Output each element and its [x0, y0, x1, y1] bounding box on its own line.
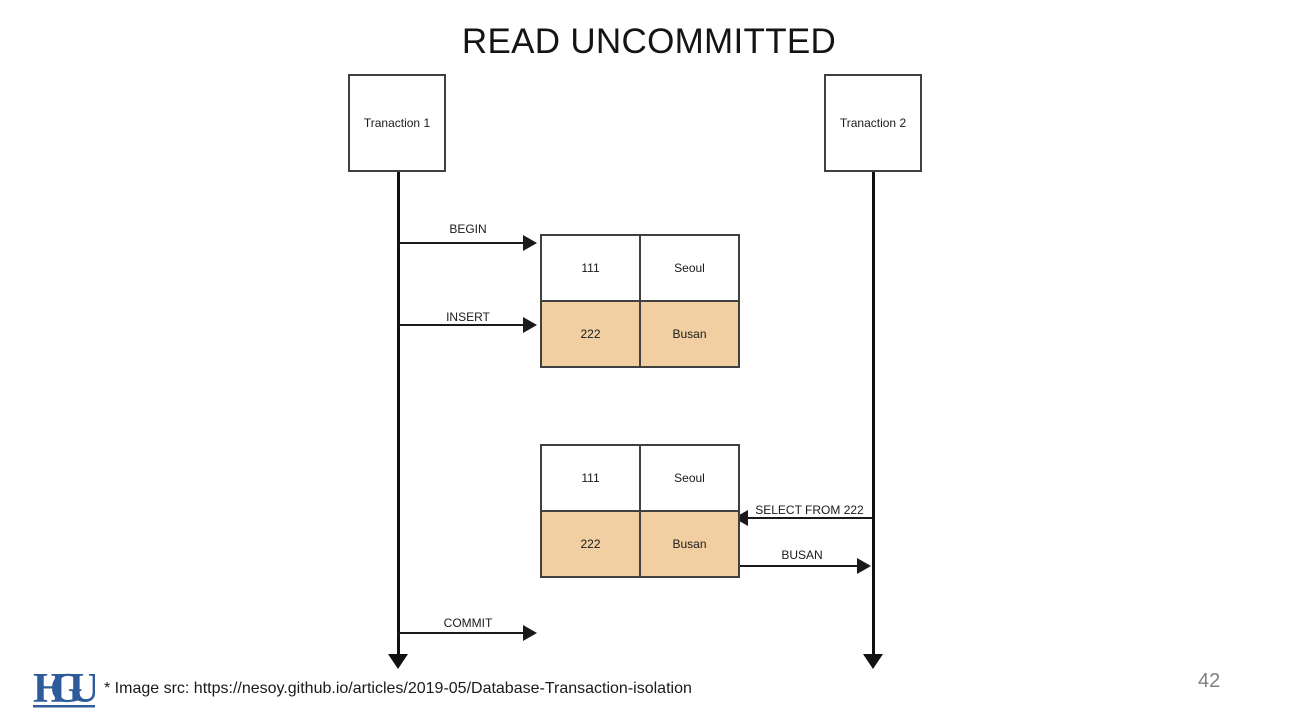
svg-text:U: U — [69, 666, 95, 710]
lifeline-end-arrow-icon-2 — [863, 654, 883, 669]
actor-box-transaction-2[interactable]: Tranaction 2 — [824, 74, 922, 172]
message-line-commit — [398, 632, 524, 634]
table-cell-city: Seoul — [639, 234, 740, 302]
actor-box-transaction-1[interactable]: Tranaction 1 — [348, 74, 446, 172]
svg-text:H: H — [33, 666, 66, 710]
table-row: 111 Seoul — [540, 444, 740, 512]
message-line-begin — [398, 242, 524, 244]
data-table-upper: 111 Seoul 222 Busan — [540, 234, 740, 368]
table-cell-city: Busan — [639, 300, 740, 368]
table-cell-city: Busan — [639, 510, 740, 578]
arrow-right-icon-begin — [523, 235, 537, 251]
message-line-select — [748, 517, 873, 519]
message-line-insert — [398, 324, 524, 326]
table-cell-id: 111 — [540, 234, 641, 302]
table-cell-id: 222 — [540, 300, 641, 368]
table-row: 222 Busan — [540, 510, 740, 578]
message-label-commit: COMMIT — [443, 616, 493, 630]
table-cell-id: 222 — [540, 510, 641, 578]
lifeline-end-arrow-icon-1 — [388, 654, 408, 669]
lifeline-transaction-2 — [872, 172, 875, 657]
table-row: 222 Busan — [540, 300, 740, 368]
arrow-right-icon-insert — [523, 317, 537, 333]
message-line-busan — [731, 565, 858, 567]
message-label-select: SELECT FROM 222 — [755, 503, 864, 517]
message-label-insert: INSERT — [446, 310, 490, 324]
footer-source-note: * Image src: https://nesoy.github.io/art… — [104, 680, 692, 697]
actor-label-transaction-2: Tranaction 2 — [839, 116, 907, 130]
actor-label-transaction-1: Tranaction 1 — [363, 116, 431, 130]
message-label-busan: BUSAN — [781, 548, 823, 562]
table-cell-id: 111 — [540, 444, 641, 512]
lifeline-transaction-1 — [397, 172, 400, 657]
arrow-right-icon-busan — [857, 558, 871, 574]
table-row: 111 Seoul — [540, 234, 740, 302]
arrow-right-icon-commit — [523, 625, 537, 641]
svg-text:G: G — [50, 666, 83, 710]
table-cell-city: Seoul — [639, 444, 740, 512]
page-number: 42 — [1198, 670, 1221, 692]
page-title: READ UNCOMMITTED — [461, 22, 837, 61]
hgu-logo-icon: H G U — [33, 666, 95, 710]
message-label-begin: BEGIN — [449, 222, 487, 236]
data-table-lower: 111 Seoul 222 Busan — [540, 444, 740, 578]
